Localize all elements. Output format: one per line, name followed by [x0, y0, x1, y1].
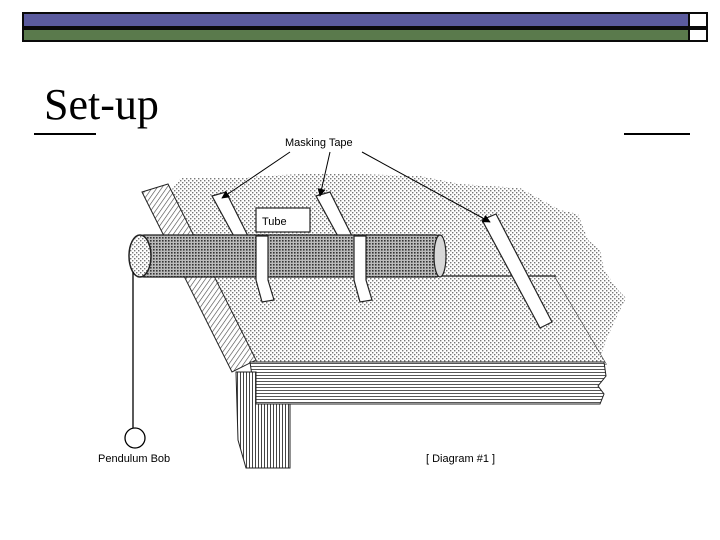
- tube-body: [140, 235, 440, 277]
- tube-label: Tube: [262, 216, 287, 228]
- pendulum-bob-label: Pendulum Bob: [98, 453, 170, 465]
- table-front-edge: [250, 362, 606, 404]
- masking-tape-label: Masking Tape: [285, 137, 353, 149]
- tube-end-left: [129, 235, 151, 277]
- tube-end-right: [434, 235, 446, 277]
- diagram-caption: [ Diagram #1 ]: [426, 453, 495, 465]
- pendulum-bob: [125, 428, 145, 448]
